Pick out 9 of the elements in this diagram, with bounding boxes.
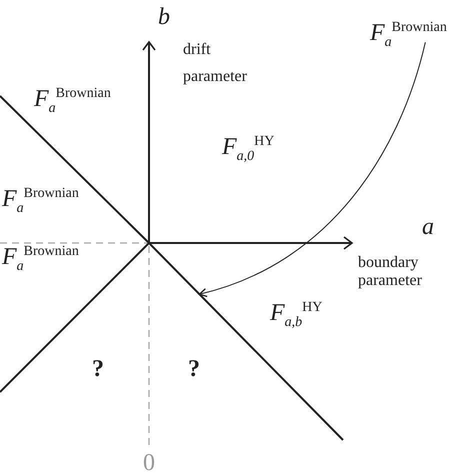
axis-title: boundary parameter [358, 254, 423, 290]
question-mark: ? [188, 356, 200, 382]
axis-label: a [422, 214, 434, 240]
axis-label: b [158, 4, 170, 30]
question-mark: ? [92, 356, 104, 382]
leader-line [198, 42, 426, 297]
boundary-line [148, 242, 344, 441]
axis-title: drift parameter [183, 40, 248, 88]
axis-tick-label: 0 [143, 450, 155, 474]
